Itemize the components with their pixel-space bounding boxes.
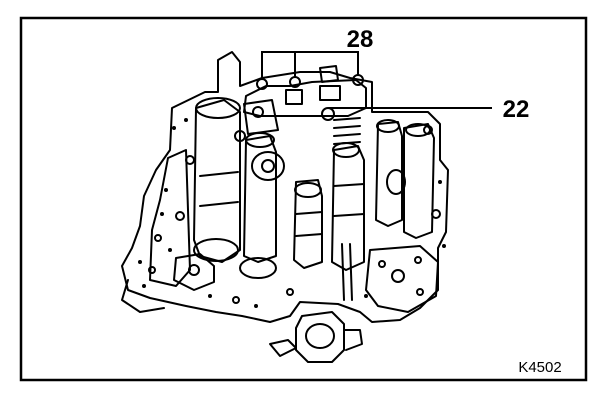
leader-lines (261, 51, 492, 109)
valve-body-illustration (121, 51, 449, 363)
housing-dots (138, 118, 446, 308)
figure-code-label: K4502 (518, 359, 561, 376)
figure-frame (19, 16, 588, 382)
callout-28-label: 28 (347, 26, 374, 53)
callout-22-label: 22 (503, 96, 530, 123)
leader-28 (261, 51, 359, 80)
